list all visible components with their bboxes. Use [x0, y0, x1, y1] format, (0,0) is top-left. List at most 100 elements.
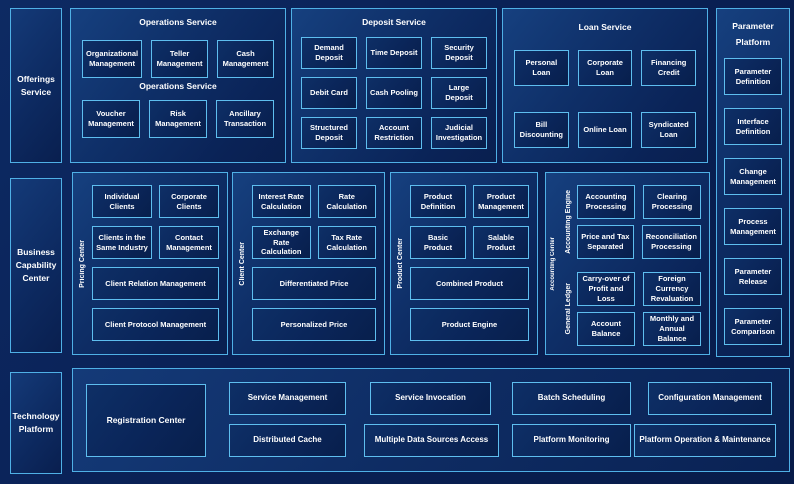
box-interest-rate-calculation: Interest Rate Calculation — [252, 185, 311, 218]
box-platform-monitoring: Platform Monitoring — [512, 424, 631, 457]
box-account-balance: Account Balance — [577, 312, 635, 346]
operations-service-subtitle: Operations Service — [139, 81, 217, 91]
pricing-center-strip: Pricing Center — [73, 173, 92, 354]
subgroup-accounting-engine: Accounting Engine Accounting Processing … — [560, 185, 701, 259]
box-exchange-rate-calculation: Exchange Rate Calculation — [252, 226, 311, 259]
client-center-vertical-label: Client Center — [239, 241, 246, 286]
box-interface-definition: Interface Definition — [724, 108, 782, 146]
box-parameter-comparison: Parameter Comparison — [724, 308, 782, 346]
general-ledger-vertical-label: General Ledger — [565, 283, 572, 335]
box-product-definition: Product Definition — [410, 185, 466, 218]
box-financing-credit: Financing Credit — [641, 50, 697, 86]
box-clearing-processing: Clearing Processing — [643, 185, 701, 219]
box-bill-discounting: Bill Discounting — [514, 112, 569, 148]
loan-row-1: Personal Loan Corporate Loan Financing C… — [503, 50, 707, 86]
box-large-deposit: Large Deposit — [431, 77, 487, 109]
box-parameter-definition: Parameter Definition — [724, 58, 782, 96]
box-reconciliation-processing: Reconciliation Processing — [641, 225, 701, 259]
box-structured-deposit: Structured Deposit — [301, 117, 357, 149]
box-multiple-data-sources-access: Multiple Data Sources Access — [364, 424, 499, 457]
parameter-platform-title-line2: Platform — [735, 37, 771, 48]
box-rate-calculation: Rate Calculation — [317, 185, 376, 218]
box-batch-scheduling: Batch Scheduling — [512, 382, 631, 415]
box-judicial-investigation: Judicial Investigation — [431, 117, 487, 149]
box-risk-management: Risk Management — [149, 100, 207, 138]
accounting-center-strip: Accounting Center — [546, 173, 560, 354]
box-configuration-management: Configuration Management — [648, 382, 772, 415]
box-demand-deposit: Demand Deposit — [301, 37, 357, 69]
box-accounting-processing: Accounting Processing — [577, 185, 635, 219]
pricing-center-vertical-label: Pricing Center — [79, 239, 86, 288]
box-monthly-annual-balance: Monthly and Annual Balance — [643, 312, 701, 346]
box-service-invocation: Service Invocation — [370, 382, 491, 415]
box-syndicated-loan: Syndicated Loan — [641, 112, 697, 148]
deposit-row-1: Demand Deposit Time Deposit Security Dep… — [292, 37, 496, 69]
operations-row-1: Organizational Management Teller Managem… — [71, 40, 285, 78]
box-security-deposit: Security Deposit — [431, 37, 487, 69]
panel-loan-service: Loan Service Personal Loan Corporate Loa… — [502, 8, 708, 163]
box-differentiated-price: Differentiated Price — [252, 267, 376, 300]
product-center-strip: Product Center — [391, 173, 410, 354]
box-platform-operation-maintenance: Platform Operation & Maintenance — [634, 424, 776, 457]
client-center-strip: Client Center — [233, 173, 252, 354]
box-account-restriction: Account Restriction — [366, 117, 422, 149]
deposit-row-2: Debit Card Cash Pooling Large Deposit — [292, 77, 496, 109]
box-cash-management: Cash Management — [217, 40, 274, 78]
deposit-row-3: Structured Deposit Account Restriction J… — [292, 117, 496, 149]
box-clients-same-industry: Clients in the Same Industry — [92, 226, 152, 259]
panel-deposit-service: Deposit Service Demand Deposit Time Depo… — [291, 8, 497, 163]
operations-service-title: Operations Service — [139, 17, 217, 27]
box-teller-management: Teller Management — [151, 40, 209, 78]
product-center-vertical-label: Product Center — [397, 238, 404, 289]
loan-service-title: Loan Service — [578, 22, 632, 32]
box-voucher-management: Voucher Management — [82, 100, 140, 138]
section-label-offerings-service: Offerings Service — [10, 8, 62, 163]
section-label-technology-platform: Technology Platform — [10, 372, 62, 474]
box-client-protocol-management: Client Protocol Management — [92, 308, 219, 341]
box-tax-rate-calculation: Tax Rate Calculation — [317, 226, 376, 259]
box-corporate-loan: Corporate Loan — [577, 50, 633, 86]
parameter-platform-title: Parameter Platform — [717, 18, 789, 50]
box-debit-card: Debit Card — [301, 77, 357, 109]
technology-platform-container: Registration Center Service Management S… — [72, 368, 790, 472]
box-cash-pooling: Cash Pooling — [366, 77, 422, 109]
box-process-management: Process Management — [724, 208, 782, 246]
deposit-service-title: Deposit Service — [362, 17, 426, 27]
box-online-loan: Online Loan — [577, 112, 633, 148]
box-client-relation-management: Client Relation Management — [92, 267, 219, 300]
box-contact-management: Contact Management — [159, 226, 219, 259]
group-pricing-center: Pricing Center Individual Clients Corpor… — [72, 172, 228, 355]
section-label-business-capability-center: Business Capability Center — [10, 178, 62, 353]
box-product-management: Product Management — [473, 185, 529, 218]
box-organizational-management: Organizational Management — [82, 40, 143, 78]
box-individual-clients: Individual Clients — [92, 185, 152, 218]
box-product-engine: Product Engine — [410, 308, 529, 341]
box-personal-loan: Personal Loan — [514, 50, 569, 86]
group-product-center: Product Center Product Definition Produc… — [390, 172, 538, 355]
box-registration-center: Registration Center — [86, 384, 206, 457]
box-time-deposit: Time Deposit — [366, 37, 422, 69]
group-client-center: Client Center Interest Rate Calculation … — [232, 172, 385, 355]
box-distributed-cache: Distributed Cache — [229, 424, 346, 457]
box-corporate-clients: Corporate Clients — [159, 185, 219, 218]
box-combined-product: Combined Product — [410, 267, 529, 300]
box-price-tax-separated: Price and Tax Separated — [577, 225, 634, 259]
accounting-engine-vertical-label: Accounting Engine — [565, 190, 572, 254]
box-personalized-price: Personalized Price — [252, 308, 376, 341]
box-basic-product: Basic Product — [410, 226, 466, 259]
box-change-management: Change Management — [724, 158, 782, 196]
panel-operations-service: Operations Service Organizational Manage… — [70, 8, 286, 163]
box-carry-over-profit-loss: Carry-over of Profit and Loss — [577, 272, 635, 306]
panel-parameter-platform: Parameter Platform Parameter Definition … — [716, 8, 790, 357]
parameter-platform-items: Parameter Definition Interface Definitio… — [717, 50, 789, 346]
box-salable-product: Salable Product — [473, 226, 529, 259]
box-parameter-release: Parameter Release — [724, 258, 782, 296]
parameter-platform-title-line1: Parameter — [732, 21, 774, 31]
box-service-management: Service Management — [229, 382, 346, 415]
loan-row-2: Bill Discounting Online Loan Syndicated … — [503, 112, 707, 148]
subgroup-general-ledger: General Ledger Carry-over of Profit and … — [560, 272, 701, 346]
box-foreign-currency-revaluation: Foreign Currency Revaluation — [643, 272, 701, 306]
operations-row-2: Voucher Management Risk Management Ancil… — [71, 100, 285, 138]
accounting-center-vertical-label: Accounting Center — [550, 236, 556, 291]
